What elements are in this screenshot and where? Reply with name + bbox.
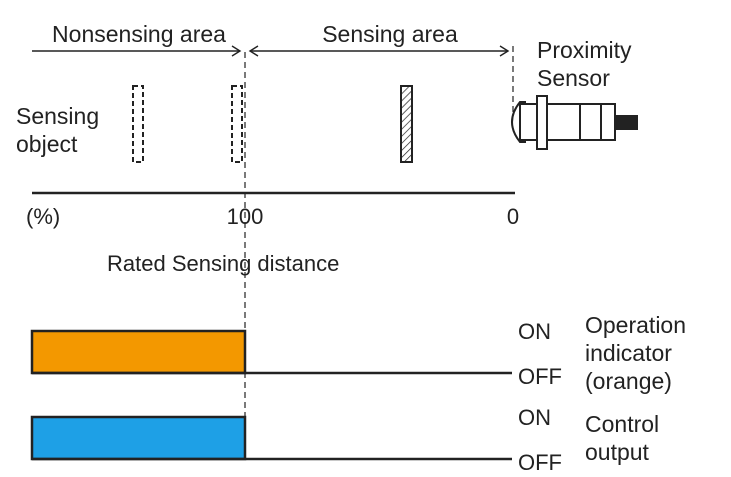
tick-label-100: 100 [227,204,264,229]
proximity-sensor-icon [511,95,638,150]
rated-sensing-distance-label: Rated Sensing distance [107,251,339,276]
sensing-arrowhead-right [499,45,510,57]
tick-label-0: 0 [507,204,519,229]
operation-indicator-on-label: ON [518,319,551,344]
nonsensing-area-label: Nonsensing area [52,21,226,47]
control-output-off-label: OFF [518,450,562,475]
control-output-name-line1: Control [585,411,659,437]
operation-indicator-name-line1: Operation [585,312,686,338]
sensing-area-label: Sensing area [322,21,458,47]
control-output-on-bar [30,415,247,461]
proximity-sensor-label-line1: Proximity [537,37,632,63]
sensing-object-limit-dashed [231,85,243,163]
control-output-name-line2: output [585,439,650,465]
sensing-object-hatched [400,85,413,163]
operation-indicator-name-line3: (orange) [585,368,672,394]
sensing-object-label-line1: Sensing [16,103,99,129]
sensor-cable [614,115,638,130]
sensing-arrowhead-left [248,45,259,57]
sensor-nut [536,95,548,150]
sensing-object-far-dashed [132,85,144,163]
operation-indicator-name-line2: indicator [585,340,672,366]
nonsensing-arrowhead [231,45,242,57]
proximity-sensor-label-line2: Sensor [537,65,610,91]
percent-unit-label: (%) [26,204,60,229]
area-arrows [32,45,510,57]
signal-row-operation-indicator: ON OFF Operation indicator (orange) [30,312,686,394]
operation-indicator-on-bar [30,329,247,375]
operation-indicator-off-label: OFF [518,364,562,389]
control-output-on-label: ON [518,405,551,430]
signal-row-control-output: ON OFF Control output [30,405,659,475]
sensing-object-label-line2: object [16,131,78,157]
